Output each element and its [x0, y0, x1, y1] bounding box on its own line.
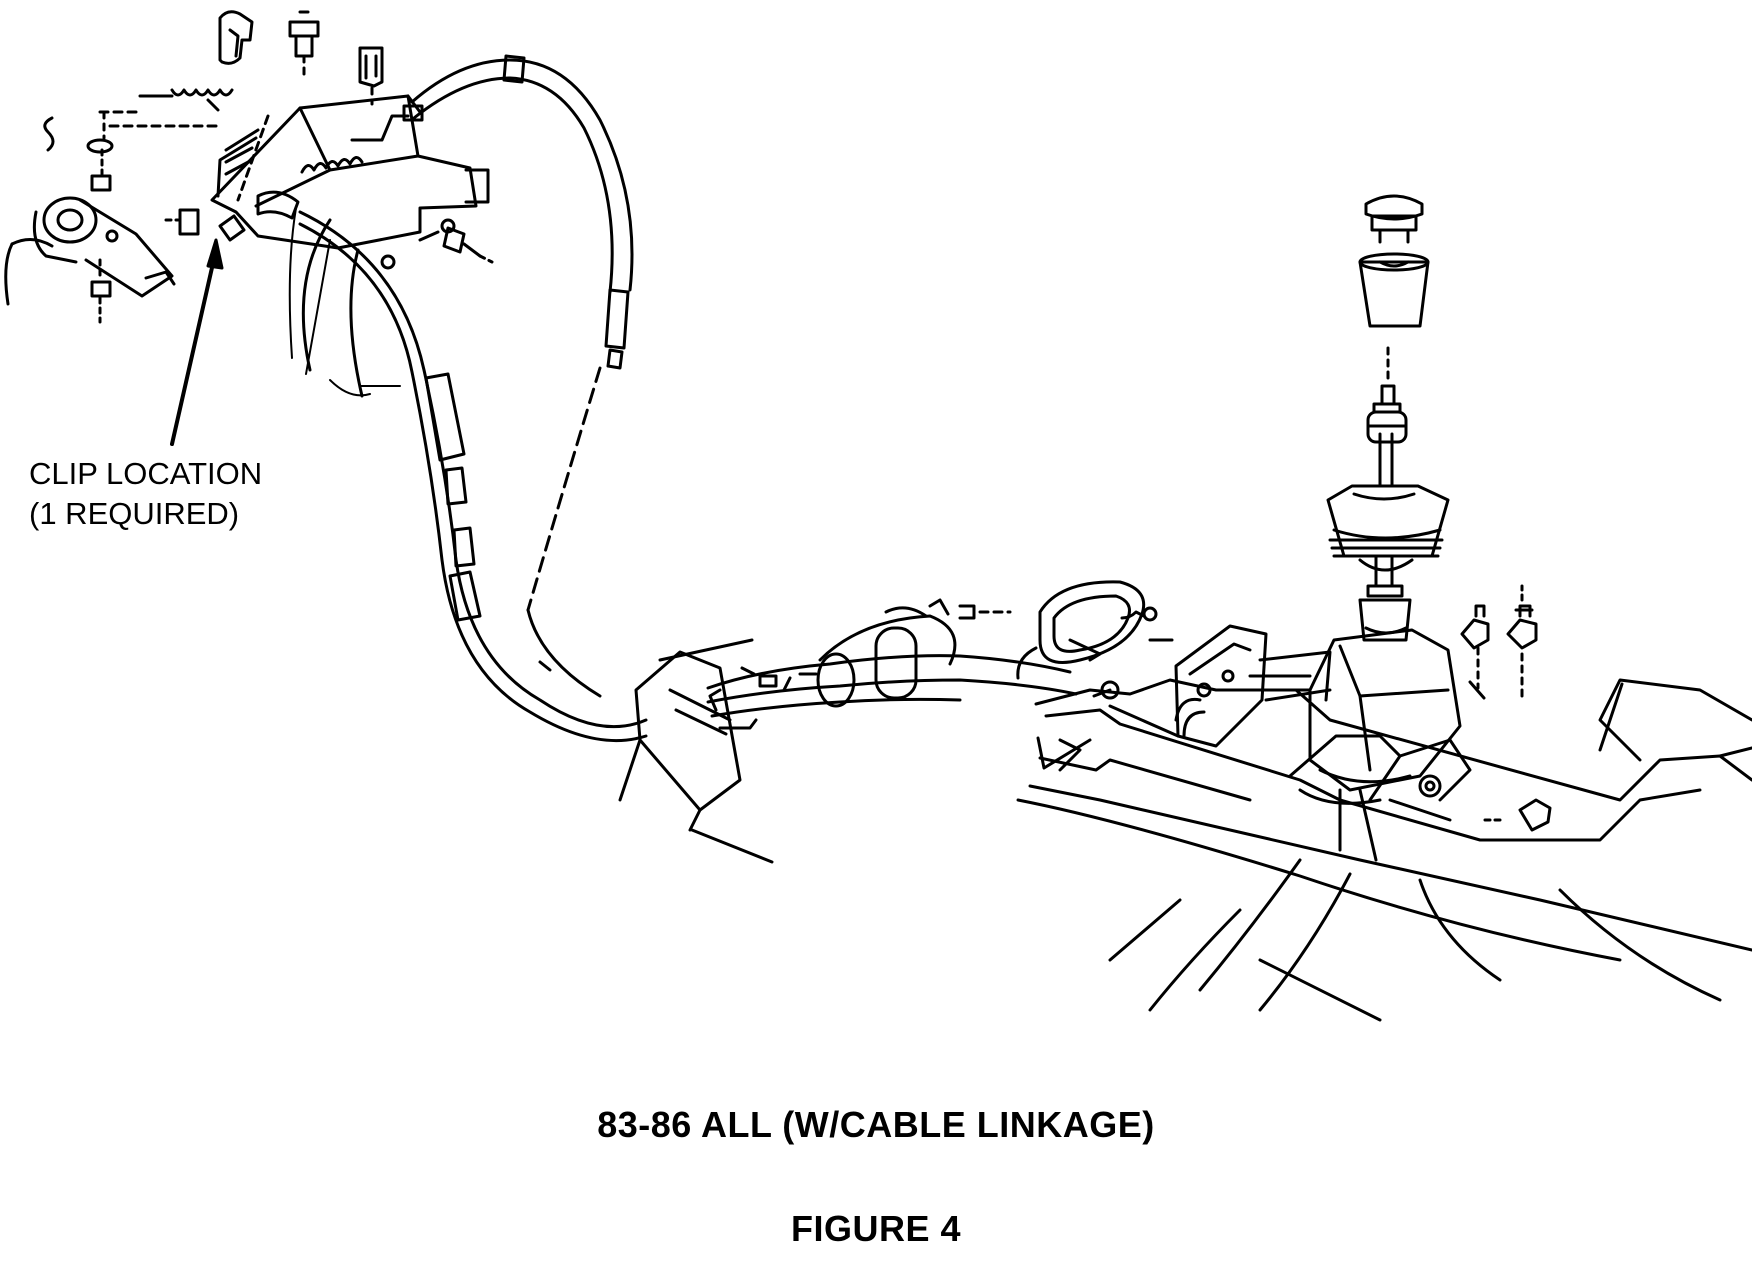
figure-number: FIGURE 4: [790, 1208, 962, 1249]
shift-cables: [298, 54, 648, 742]
upper-linkage-assembly: [4, 10, 494, 398]
clip-required-label: (1 REQUIRED): [29, 496, 240, 531]
firewall-edge: [288, 207, 401, 397]
diagram-title: 83-86 ALL (W/CABLE LINKAGE): [597, 1104, 1155, 1145]
transmission-assembly: [618, 194, 1752, 1022]
clip-location-arrow: [170, 238, 224, 446]
right-hardware: [1418, 584, 1552, 832]
clip-location-label: CLIP LOCATION: [29, 456, 263, 491]
